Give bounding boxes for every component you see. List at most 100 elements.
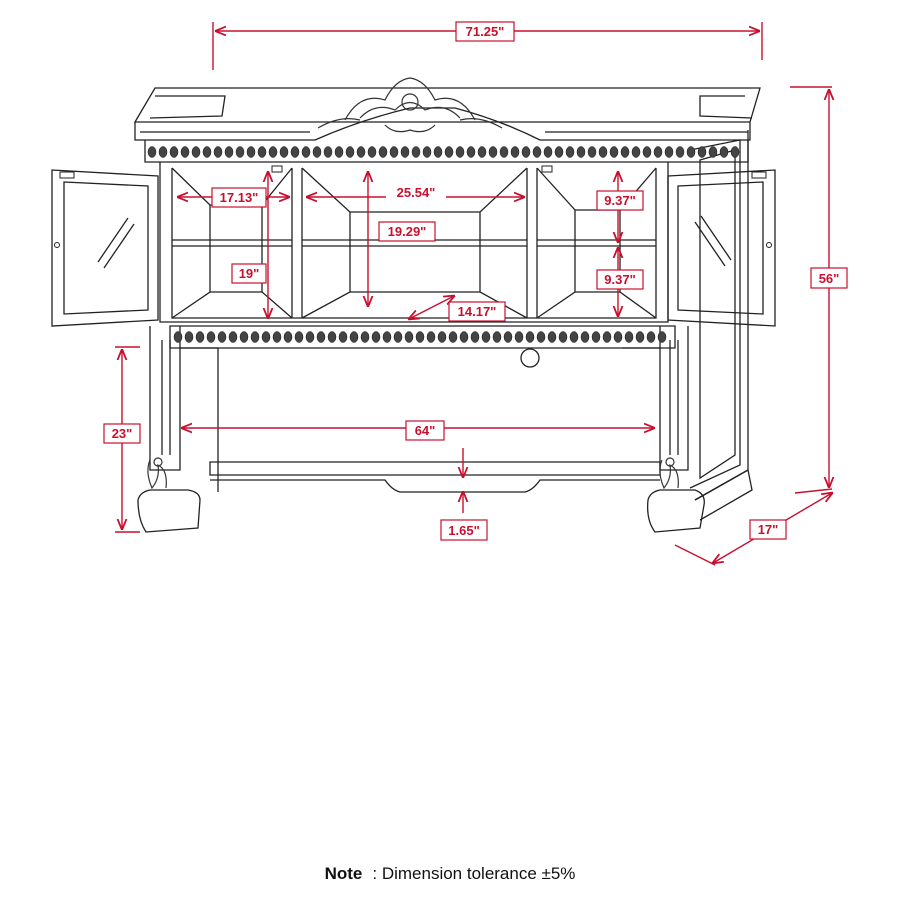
bead (514, 331, 524, 343)
bead (675, 146, 685, 158)
bead (653, 146, 663, 158)
stretcher-clearance-label: 1.65" (440, 519, 488, 541)
bead (173, 331, 183, 343)
depth-label: 17" (749, 519, 787, 540)
overall-width-label: 71.25" (455, 21, 515, 42)
bead (393, 331, 403, 343)
center-depth-dimension-line (409, 296, 454, 319)
bead (510, 146, 520, 158)
bead (426, 331, 436, 343)
bead (591, 331, 601, 343)
bead (147, 146, 157, 158)
bead (239, 331, 249, 343)
bead (521, 146, 531, 158)
bead (389, 146, 399, 158)
bead (272, 331, 282, 343)
svg-text:56": 56" (819, 271, 840, 286)
bead (371, 331, 381, 343)
bead (576, 146, 586, 158)
overall-height-label: 56" (810, 267, 848, 289)
bead (477, 146, 487, 158)
bead (283, 331, 293, 343)
bead (664, 146, 674, 158)
bead (382, 331, 392, 343)
bead (235, 146, 245, 158)
bead (624, 331, 634, 343)
bead (195, 331, 205, 343)
bead (191, 146, 201, 158)
center-width-label: 25.54" (386, 183, 446, 202)
bead (404, 331, 414, 343)
bead (565, 146, 575, 158)
side-cabinet-width-label: 17.13" (211, 187, 267, 208)
bead (206, 331, 216, 343)
dimension-labels: 71.25" 56" 17" 17.13" 25.54" 19.29" 19" (103, 21, 848, 541)
svg-text:25.54": 25.54" (397, 185, 436, 200)
bead (620, 146, 630, 158)
bead (730, 146, 740, 158)
bead (631, 146, 641, 158)
bead (279, 146, 289, 158)
bead (547, 331, 557, 343)
bead (261, 331, 271, 343)
bead (217, 331, 227, 343)
bead (367, 146, 377, 158)
lower-shelf-height-label: 9.37" (596, 269, 644, 290)
bead (602, 331, 612, 343)
bead (587, 146, 597, 158)
bead (228, 331, 238, 343)
bead (422, 146, 432, 158)
svg-text:19": 19" (239, 266, 260, 281)
bead (492, 331, 502, 343)
bead (437, 331, 447, 343)
note-text: Dimension tolerance ±5% (381, 864, 576, 883)
bead (455, 146, 465, 158)
bead (719, 146, 729, 158)
bead-molding-top (147, 146, 740, 158)
bead (246, 146, 256, 158)
bead (697, 146, 707, 158)
bead (301, 146, 311, 158)
bead-molding-middle (173, 331, 667, 343)
leg-carving-left (147, 457, 167, 490)
svg-text:1.65": 1.65" (448, 523, 479, 538)
side-cabinet-height-label: 19" (231, 263, 267, 284)
bead (433, 146, 443, 158)
bead (158, 146, 168, 158)
bead (323, 146, 333, 158)
bead (378, 146, 388, 158)
bead (558, 331, 568, 343)
bead (708, 146, 718, 158)
inner-width-label: 64" (405, 420, 445, 441)
bead (448, 331, 458, 343)
bead (290, 146, 300, 158)
svg-text:14.17": 14.17" (458, 304, 497, 319)
bead (657, 331, 667, 343)
bead (250, 331, 260, 343)
bead (525, 331, 535, 343)
bead (224, 146, 234, 158)
bead (400, 146, 410, 158)
svg-text:9.37": 9.37" (604, 272, 635, 287)
bead (503, 331, 513, 343)
center-height-label: 19.29" (378, 221, 436, 242)
bead (481, 331, 491, 343)
bead (488, 146, 498, 158)
crest-ornament (317, 77, 503, 133)
bead (184, 331, 194, 343)
bead (613, 331, 623, 343)
bead (327, 331, 337, 343)
bead (294, 331, 304, 343)
center-depth-label: 14.17" (448, 301, 506, 322)
upper-shelf-height-label: 9.37" (596, 190, 644, 211)
svg-text:71.25": 71.25" (466, 24, 505, 39)
leg-height-label: 23" (103, 423, 141, 444)
bead (499, 146, 509, 158)
bead (312, 146, 322, 158)
svg-text:23": 23" (112, 426, 133, 441)
dimension-lines (115, 22, 832, 566)
bead (345, 146, 355, 158)
bead (349, 331, 359, 343)
bead (257, 146, 267, 158)
bead (580, 331, 590, 343)
